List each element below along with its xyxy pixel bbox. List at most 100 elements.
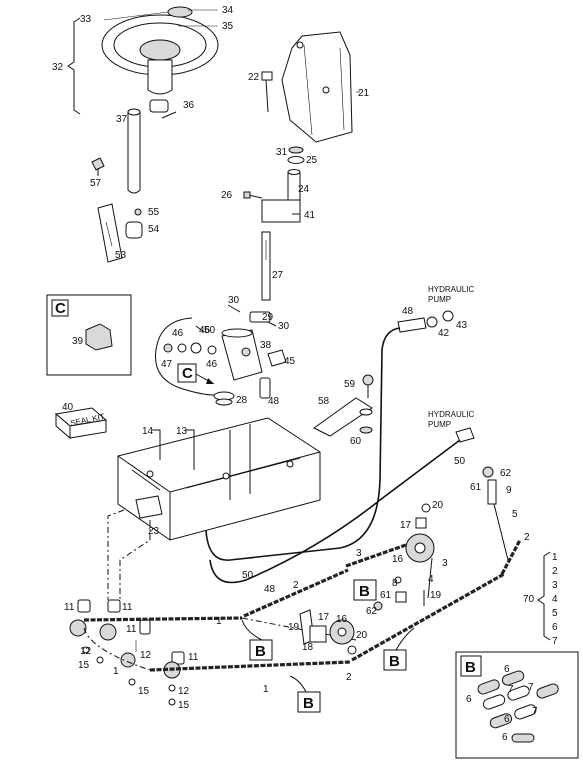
callout-20a: 20: [432, 500, 444, 511]
callout-30b: 30: [278, 321, 290, 332]
callout-7c: 7: [532, 706, 538, 717]
callout-20b: 20: [356, 630, 368, 641]
svg-text:B: B: [303, 695, 314, 712]
callout-18: 18: [302, 642, 314, 653]
callout-6d: 6: [502, 732, 508, 743]
callout-24: 24: [298, 184, 310, 195]
callout-11b: 11: [122, 602, 133, 613]
callout-15b: 15: [138, 686, 150, 697]
svg-text:HYDRAULIC: HYDRAULIC: [428, 285, 474, 294]
roll-pin: [161, 111, 177, 119]
callout-60: 60: [350, 436, 362, 447]
chain-2: [243, 568, 349, 618]
hydraulic-line-lower: HYDRAULIC PUMP 50 50 48: [209, 410, 475, 595]
svg-text:PUMP: PUMP: [428, 295, 451, 304]
callout-box-b-2: B: [241, 619, 273, 661]
svg-text:4: 4: [552, 594, 558, 605]
callout-1a: 1: [113, 666, 119, 677]
callout-37: 37: [116, 114, 128, 125]
callout-box-b-1: B: [353, 579, 377, 601]
pump-fitting: [397, 317, 427, 333]
callout-17a: 17: [400, 520, 412, 531]
callout-32: 32: [52, 62, 64, 73]
svg-text:HYDRAULIC: HYDRAULIC: [428, 410, 474, 419]
callout-1b: 1: [216, 616, 222, 627]
callout-59: 59: [344, 379, 356, 390]
steering-valve: [221, 329, 263, 381]
svg-text:1: 1: [552, 552, 558, 563]
callout-3a: 3: [356, 548, 362, 559]
callout-7b: 7: [528, 682, 534, 693]
callout-7a: 7: [508, 684, 514, 695]
tractor-frame: 14 13: [117, 417, 321, 541]
svg-text:5: 5: [552, 608, 558, 619]
callout-34: 34: [222, 5, 234, 16]
kit-list-70: 70 1 2 3 4 5 6 7: [523, 551, 558, 647]
callout-48c: 48: [264, 584, 276, 595]
callout-21: 21: [358, 88, 370, 99]
detail-box-c: C 39: [46, 294, 132, 376]
callout-2b: 2: [346, 672, 352, 683]
callout-50b: 50: [454, 456, 466, 467]
callout-17b: 17: [318, 612, 330, 623]
callout-11a: 11: [64, 602, 75, 613]
wheel-hub: [147, 59, 173, 95]
callout-61a: 61: [380, 590, 392, 601]
callout-42: 42: [438, 328, 450, 339]
callout-25: 25: [306, 155, 318, 166]
callout-16a: 16: [392, 554, 404, 565]
callout-62b: 62: [500, 468, 512, 479]
callout-6c: 6: [504, 714, 510, 725]
callout-12c: 12: [178, 686, 190, 697]
callout-46b: 46: [206, 359, 218, 370]
idler-bracket-23: 23: [107, 495, 163, 604]
callout-19a: 19: [430, 590, 442, 601]
svg-text:B: B: [255, 643, 266, 660]
callout-2a: 2: [293, 580, 299, 591]
callout-35: 35: [222, 21, 234, 32]
callout-27: 27: [272, 270, 284, 281]
steering-valve-group: 46 50 46 47 46 38 45 28 48: [155, 317, 296, 407]
svg-text:2: 2: [552, 566, 558, 577]
column-bracket: [281, 31, 353, 143]
callout-36: 36: [183, 100, 195, 111]
callout-2c: 2: [524, 532, 530, 543]
callout-50a: 50: [204, 325, 216, 336]
callout-61b: 61: [470, 482, 482, 493]
callout-22: 22: [248, 72, 260, 83]
callout-8: 8: [392, 578, 398, 589]
svg-text:3: 3: [552, 580, 558, 591]
callout-11c: 11: [126, 624, 137, 635]
steering-tube: [97, 203, 123, 263]
steering-shaft-lower: [261, 231, 271, 301]
callout-40: 40: [62, 402, 74, 413]
callout-58: 58: [318, 396, 330, 407]
callout-3b: 3: [442, 558, 448, 569]
callout-48a: 48: [268, 396, 280, 407]
callout-16b: 16: [336, 614, 348, 625]
callout-15a: 15: [78, 660, 90, 671]
callout-57: 57: [90, 178, 102, 189]
wheel-cap: [167, 6, 193, 18]
bracket-58: [313, 397, 373, 437]
sprocket: [69, 619, 87, 637]
callout-26: 26: [221, 190, 233, 201]
callout-5: 5: [512, 509, 518, 520]
callout-13: 13: [176, 426, 188, 437]
callout-9: 9: [506, 485, 512, 496]
chain-1-upper: [83, 616, 243, 622]
svg-text:B: B: [359, 583, 370, 600]
callout-48b: 48: [402, 306, 414, 317]
chain-2-lower: [351, 572, 505, 662]
svg-text:6: 6: [552, 622, 558, 633]
callout-12a: 12: [80, 646, 92, 657]
callout-15c: 15: [178, 700, 190, 711]
callout-41: 41: [304, 210, 316, 221]
hydraulic-line-upper: HYDRAULIC PUMP 48 42 43: [205, 285, 474, 561]
steering-column-group: 21 22 31 25 24 26 41 27 30 29 30: [221, 31, 370, 332]
svg-text:B: B: [389, 653, 400, 670]
bracket-58-group: 59 58 60: [313, 374, 374, 447]
chain-system: 11 11 12 15 11 12 1 15 11 12 15 1 1 2 3 …: [64, 466, 530, 711]
